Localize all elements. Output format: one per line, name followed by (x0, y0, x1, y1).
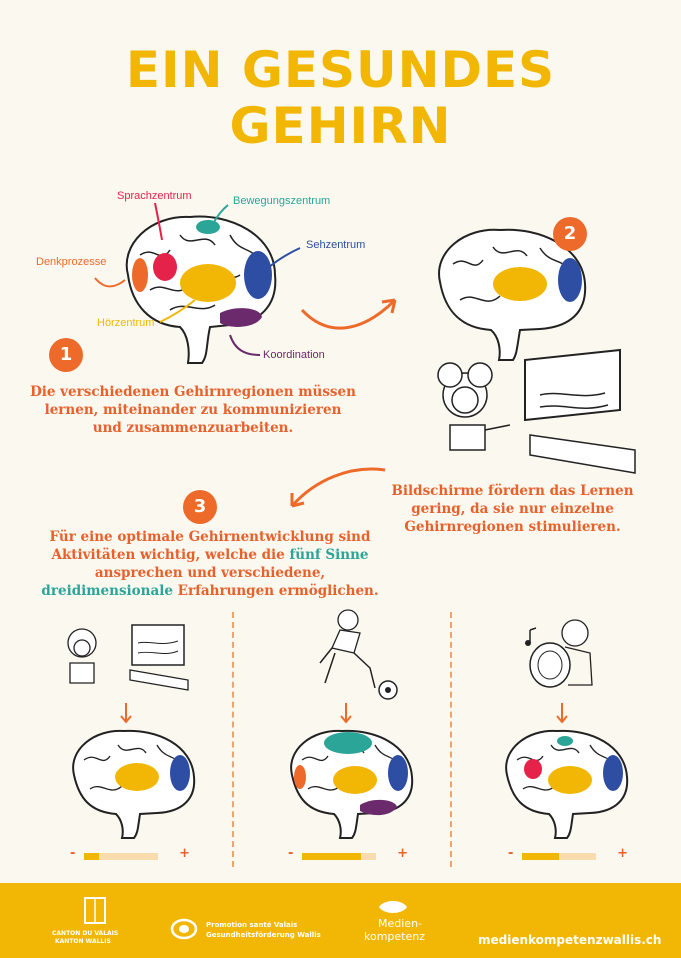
activity-drum-illustration (525, 619, 593, 688)
scale-minus: - (508, 846, 514, 861)
scale-football: - + (288, 846, 408, 862)
scale-bar (84, 853, 158, 860)
scale-fill (302, 853, 362, 860)
scale-plus: + (397, 846, 408, 861)
label-hoerzentrum: Hörzentrum (97, 317, 155, 329)
down-arrow-2 (340, 703, 352, 724)
flow-arrow-1 (300, 298, 397, 330)
step-3-fuenf-sinne: fünf Sinne (289, 547, 369, 563)
page-title-line2: GEHIRN (229, 97, 452, 155)
step-3-text: Für eine optimale Gehirnentwicklung sind… (30, 528, 390, 600)
step-3-text-a: Für eine optimale Gehirnentwicklung sind… (49, 529, 371, 563)
scale-bar (522, 853, 596, 860)
scale-bar (302, 853, 376, 860)
column-divider-2 (450, 612, 452, 867)
column-divider-1 (232, 612, 234, 867)
child-watching-tv-illustration (437, 348, 636, 474)
label-denkprozesse: Denkprozesse (36, 256, 107, 268)
medienkompetenz-line2: kompetenz (364, 930, 425, 943)
page-title-line1: EIN GESUNDES (125, 41, 556, 99)
flow-arrow-2 (290, 467, 386, 507)
bewegungszentrum-region (196, 220, 220, 234)
canton-line1: CANTON DU VALAIS (52, 930, 119, 937)
label-sehzentrum: Sehzentrum (306, 239, 366, 251)
scale-fill (522, 853, 559, 860)
footer: CANTON DU VALAIS KANTON WALLIS Promotion… (0, 883, 681, 958)
canton-wallis-logo-icon (84, 897, 106, 924)
scale-screen: - + (70, 846, 190, 862)
down-arrow-1 (120, 703, 132, 724)
activity-football-illustration (319, 609, 398, 700)
canton-line2: KANTON WALLIS (55, 938, 111, 945)
step-1-text: Die verschiedenen Gehirnregionen müssen … (30, 384, 356, 436)
main-brain-illustration (125, 215, 277, 364)
hoerzentrum-region (180, 264, 236, 302)
denkprozesse-region (132, 258, 148, 292)
medienkompetenz-line1: Medien- (378, 917, 423, 930)
sehzentrum-region (244, 251, 272, 299)
step-3-badge: 3 (183, 490, 217, 524)
scale-plus: + (617, 846, 628, 861)
medienkompetenz-logo-icon (379, 901, 407, 913)
promotion-line1: Promotion santé Valais (206, 921, 298, 929)
step-3-dreidimensionale: dreidimensionale (41, 583, 173, 599)
label-koordination: Koordination (263, 349, 325, 361)
label-bewegungszentrum: Bewegungszentrum (233, 195, 331, 207)
promotion-sante-logo-icon (170, 918, 198, 940)
brain-screen-illustration (438, 228, 587, 361)
scale-minus: - (288, 846, 294, 861)
brain-result-football (290, 729, 414, 839)
sprachzentrum-region (153, 253, 177, 281)
step-2-badge: 2 (553, 217, 587, 251)
step-3-text-e: Erfahrungen ermöglichen. (177, 583, 379, 599)
scale-plus: + (179, 846, 190, 861)
step-1-badge: 1 (49, 338, 83, 372)
activity-screen-illustration (67, 624, 189, 691)
label-sprachzentrum: Sprachzentrum (117, 190, 192, 202)
down-arrow-3 (556, 703, 568, 724)
brain-result-drum (505, 729, 629, 839)
footer-url-link[interactable]: medienkompetenzwallis.ch (478, 933, 662, 947)
step-3-text-c: ansprechen und verschiedene, (94, 565, 326, 581)
scale-minus: - (70, 846, 76, 861)
koordination-region (220, 308, 262, 327)
scale-drum: - + (508, 846, 628, 862)
step-2-text: Bildschirme fördern das Lernen gering, d… (391, 483, 634, 535)
brain-result-screen (72, 729, 196, 839)
scale-fill (84, 853, 99, 860)
promotion-line2: Gesundheitsförderung Wallis (206, 931, 321, 939)
